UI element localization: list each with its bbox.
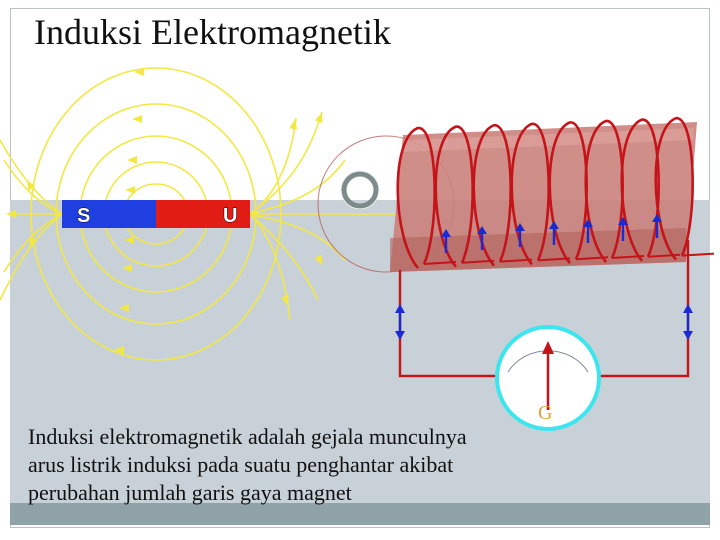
coil-loop [396,126,436,269]
field-line-open [249,111,323,215]
field-line-arrow-icon [127,156,137,164]
current-arrow-icon [515,223,525,247]
bar-magnet: S U [62,200,250,228]
field-line-arrow-icon [125,186,135,194]
field-line-arrow-icon [289,119,298,130]
caption-line-1: Induksi elektromagnetik adalah gejala mu… [28,424,467,449]
field-line-arrow-icon [119,304,129,312]
magnet-ring-icon [340,170,380,210]
current-arrow-icon [618,217,628,241]
current-arrow-icon [477,226,487,250]
wire-current-arrows [395,304,693,340]
field-line-open [3,159,63,215]
coil-loop [584,119,624,263]
field-line-open [249,117,297,215]
caption: Induksi elektromagnetik adalah gejala mu… [28,423,588,507]
field-line-arrow-icon [134,68,144,76]
coil-loop [510,122,550,266]
field-line-arrow-icon [6,210,16,218]
coil-loop-link [423,261,457,265]
caption-line-3: perubahan jumlah garis gaya magnet [28,480,352,505]
field-line-open [0,213,63,301]
magnet-south-pole [62,200,156,228]
coil-loop [472,123,512,267]
coil-loop [434,125,474,268]
field-line-arrow-icon [314,254,323,266]
field-line-arrow-icon [124,236,134,244]
magnet-north-label: U [223,205,237,227]
field-line-arrow-icon [114,346,124,354]
field-line-open [249,213,346,261]
field-line-arrows [6,68,323,354]
galvanometer: G [495,325,601,431]
bottom-strip [10,503,710,525]
coil-loop [548,121,588,265]
field-line-open [249,159,346,215]
wire-right [598,240,690,378]
caption-line-2: arus listrik induksi pada suatu penghant… [28,452,454,477]
field-line-arrow-icon [27,179,36,191]
current-arrow-icon [441,229,451,253]
coil-loops [396,116,715,269]
coil-loop-link [647,253,681,258]
field-line-arrow-icon [280,294,289,306]
field-line-arrow-icon [29,236,38,248]
magnet-south-label: S [77,205,90,227]
current-arrow-icon [652,214,662,238]
field-line-arrow-icon [132,115,142,123]
current-arrow-icon [549,221,559,245]
solenoid-coil [390,116,715,272]
galvanometer-needle-icon [542,341,554,410]
solenoid-highlight [403,128,694,152]
coil-loop-link [461,259,495,264]
magnet-north-pole [156,200,250,228]
field-line-open [249,213,319,301]
field-line-open [249,213,291,321]
coil-current-arrows [441,214,662,253]
current-arrow-icon [583,219,593,243]
galvanometer-label: G [538,402,552,424]
field-line-arrow-icon [122,264,132,272]
slide-title: Induksi Elektromagnetik [34,12,391,52]
field-line-arrow-icon [314,112,323,124]
wire-left [398,270,498,378]
current-arrow-icon [395,304,405,340]
coil-loop-link [537,257,571,262]
coil-loop-link [499,258,533,263]
current-arrow-icon [683,304,693,340]
